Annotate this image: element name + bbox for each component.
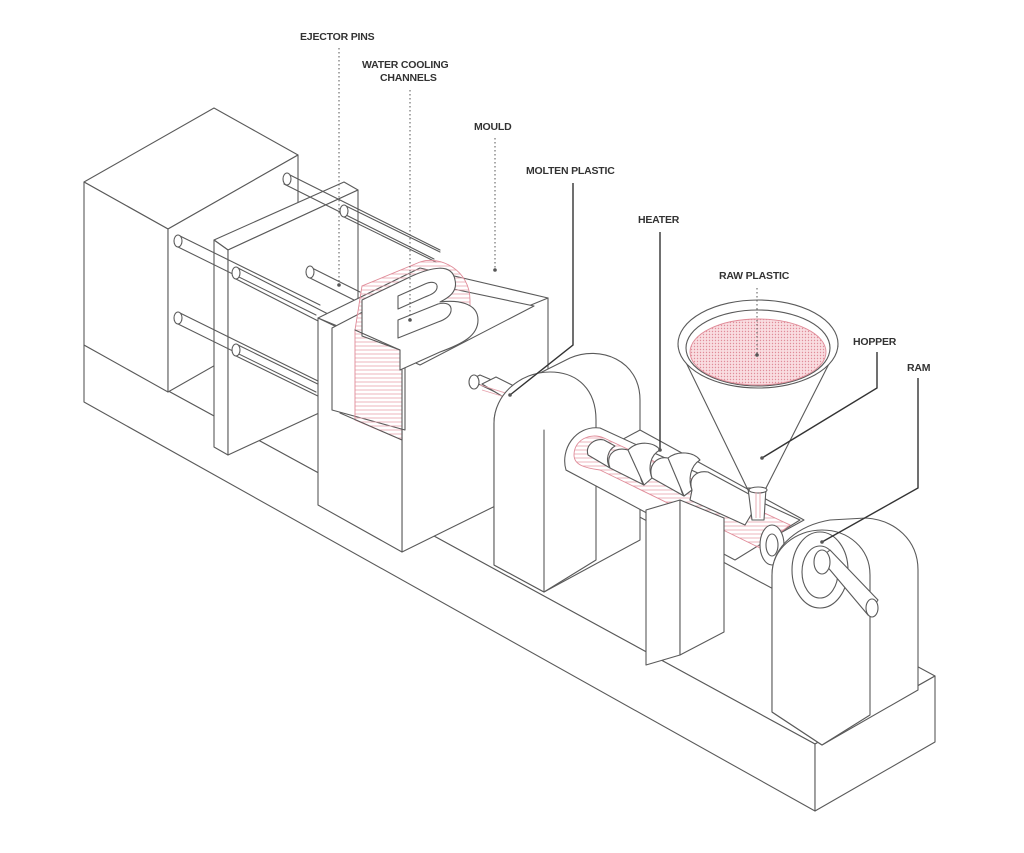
barrel-support <box>645 499 725 666</box>
label-ejector-pins: EJECTOR PINS <box>300 31 375 43</box>
label-water-cooling-line2: CHANNELS <box>380 72 437 84</box>
label-heater: HEATER <box>638 214 680 226</box>
label-raw-plastic: RAW PLASTIC <box>719 270 790 282</box>
ram-housing <box>771 517 919 746</box>
label-hopper: HOPPER <box>853 336 897 348</box>
label-water-cooling-line1: WATER COOLING <box>362 59 448 71</box>
barrel-and-screw <box>564 427 805 566</box>
diagram-labels: EJECTOR PINS WATER COOLING CHANNELS MOUL… <box>300 31 931 374</box>
ejector-pins <box>173 172 441 401</box>
heater-housing-front <box>493 353 641 593</box>
label-ram: RAM <box>907 362 931 374</box>
leader-lines <box>337 48 919 544</box>
label-molten-plastic: MOLTEN PLASTIC <box>526 165 615 177</box>
label-mould: MOULD <box>474 121 512 133</box>
hopper <box>677 299 839 521</box>
